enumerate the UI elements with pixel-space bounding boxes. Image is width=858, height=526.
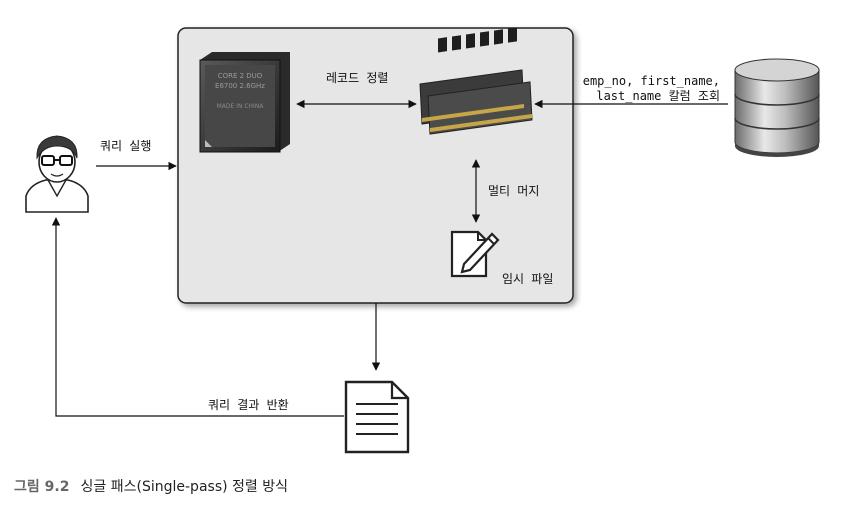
database-icon — [734, 58, 820, 157]
cpu-chip-text-3: MADE IN CHINA — [217, 103, 265, 110]
arrow-return-result — [51, 217, 344, 417]
label-query-exec: 쿼리 실행 — [100, 138, 151, 153]
user-icon — [25, 135, 89, 213]
figure-caption: 그림 9.2 싱글 패스(Single-pass) 정렬 방식 — [14, 476, 288, 495]
label-record-sort: 레코드 정렬 — [326, 71, 388, 85]
figure-caption-label: 그림 9.2 — [14, 479, 69, 495]
label-temp-file: 임시 파일 — [502, 272, 553, 286]
label-multi-merge: 멀티 머지 — [488, 184, 539, 198]
memory-icon — [419, 27, 533, 135]
label-return-result: 쿼리 결과 반환 — [208, 398, 289, 412]
temp-file-icon — [450, 230, 500, 278]
label-columns-line1: emp_no, first_name, — [583, 74, 720, 88]
label-columns-line2: last_name 칼럼 조회 — [596, 89, 720, 103]
cpu-chip-text-1: CORE 2 DUO — [218, 72, 263, 80]
result-document-icon — [344, 380, 410, 454]
cpu-icon: CORE 2 DUO E6700 2.6GHz MADE IN CHINA — [199, 52, 290, 153]
cpu-chip-text-2: E6700 2.6GHz — [215, 82, 265, 90]
figure-caption-text: 싱글 패스(Single-pass) 정렬 방식 — [81, 479, 288, 495]
